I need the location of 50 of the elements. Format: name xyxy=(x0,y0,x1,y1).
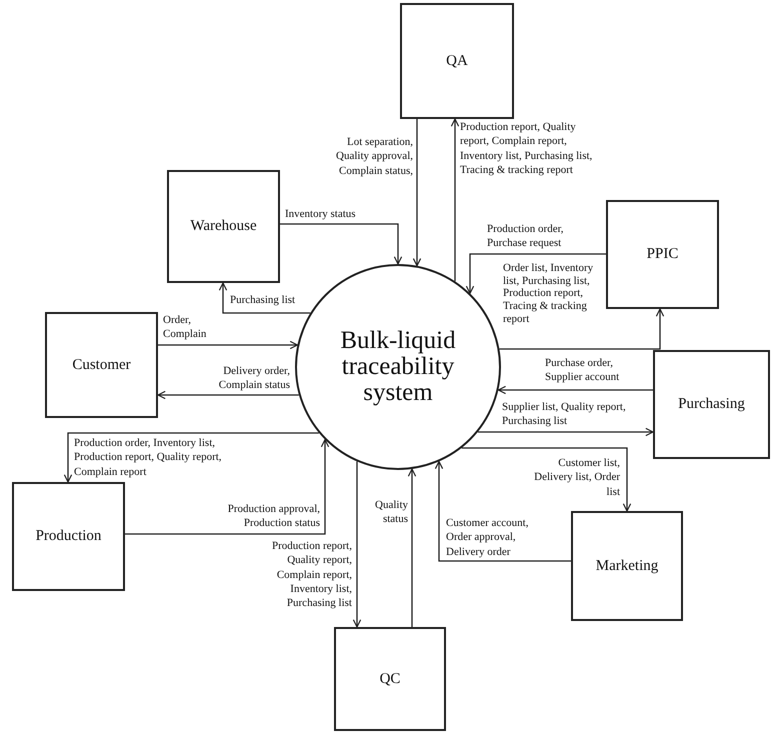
arrow xyxy=(434,460,571,562)
edge-label: Production report, Quality report, Complain report, Inventory list, Purchasing list xyxy=(270,539,352,610)
arrow xyxy=(499,308,664,350)
node-label: PPIC xyxy=(646,246,678,263)
edge-label: Inventory status xyxy=(285,207,357,222)
arrow xyxy=(158,340,298,350)
node-label: Warehouse xyxy=(190,218,257,235)
arrow xyxy=(352,462,362,628)
arrow xyxy=(478,428,654,436)
arrow xyxy=(462,447,632,512)
arrow xyxy=(450,118,460,282)
entity-box xyxy=(334,627,446,731)
entity-box xyxy=(12,482,125,591)
process-circle xyxy=(295,264,501,470)
entity-box xyxy=(571,511,683,621)
node-label: QC xyxy=(380,670,400,688)
node-label: Bulk-liquid traceability system xyxy=(339,328,457,406)
entity-box xyxy=(606,200,719,309)
edge-label: Production order, Purchase request xyxy=(487,222,565,251)
edge-label: Delivery order, Complain status xyxy=(218,364,290,393)
node-label: Production xyxy=(36,528,102,545)
node-label: Customer xyxy=(72,356,131,374)
arrow xyxy=(280,223,402,265)
entity-box xyxy=(653,350,770,459)
arrow xyxy=(64,432,319,483)
edge-label: Purchase order, Supplier account xyxy=(545,356,620,385)
edge-label: Lot separation, Quality approval, Complain status, xyxy=(335,135,413,178)
edge-label: Supplier list, Quality report, Purchasing list xyxy=(502,400,627,429)
arrow xyxy=(498,386,653,394)
arrow xyxy=(218,282,310,314)
edge-label: Order, Complain xyxy=(163,313,208,342)
entity-box xyxy=(400,3,514,119)
arrow xyxy=(412,119,422,266)
edge-label: Customer list, Delivery list, Order list xyxy=(533,456,620,499)
arrow xyxy=(466,253,606,294)
node-label: Purchasing xyxy=(678,396,745,413)
arrow xyxy=(125,439,330,535)
edge-label: Production approval, Production status xyxy=(226,502,320,531)
arrow xyxy=(157,390,299,400)
entity-box xyxy=(45,312,158,418)
node-label: QA xyxy=(446,52,468,70)
arrow xyxy=(408,468,416,627)
edge-label: Order list, Inventory list, Purchasing list, Production report, Tracing & tracking report xyxy=(503,262,594,326)
edge-label: Purchasing list xyxy=(230,293,296,308)
edge-label: Production report, Quality report, Complain report, Inventory list, Purchasing list, Tracing & tracking report xyxy=(460,120,594,178)
edge-label: Quality status xyxy=(374,498,408,527)
edge-label: Production order, Inventory list, Production report, Quality report, Complain report xyxy=(74,436,223,479)
entity-box xyxy=(167,170,280,283)
node-label: Marketing xyxy=(596,558,658,574)
edge-label: Customer account, Order approval, Delivery order xyxy=(446,516,530,559)
